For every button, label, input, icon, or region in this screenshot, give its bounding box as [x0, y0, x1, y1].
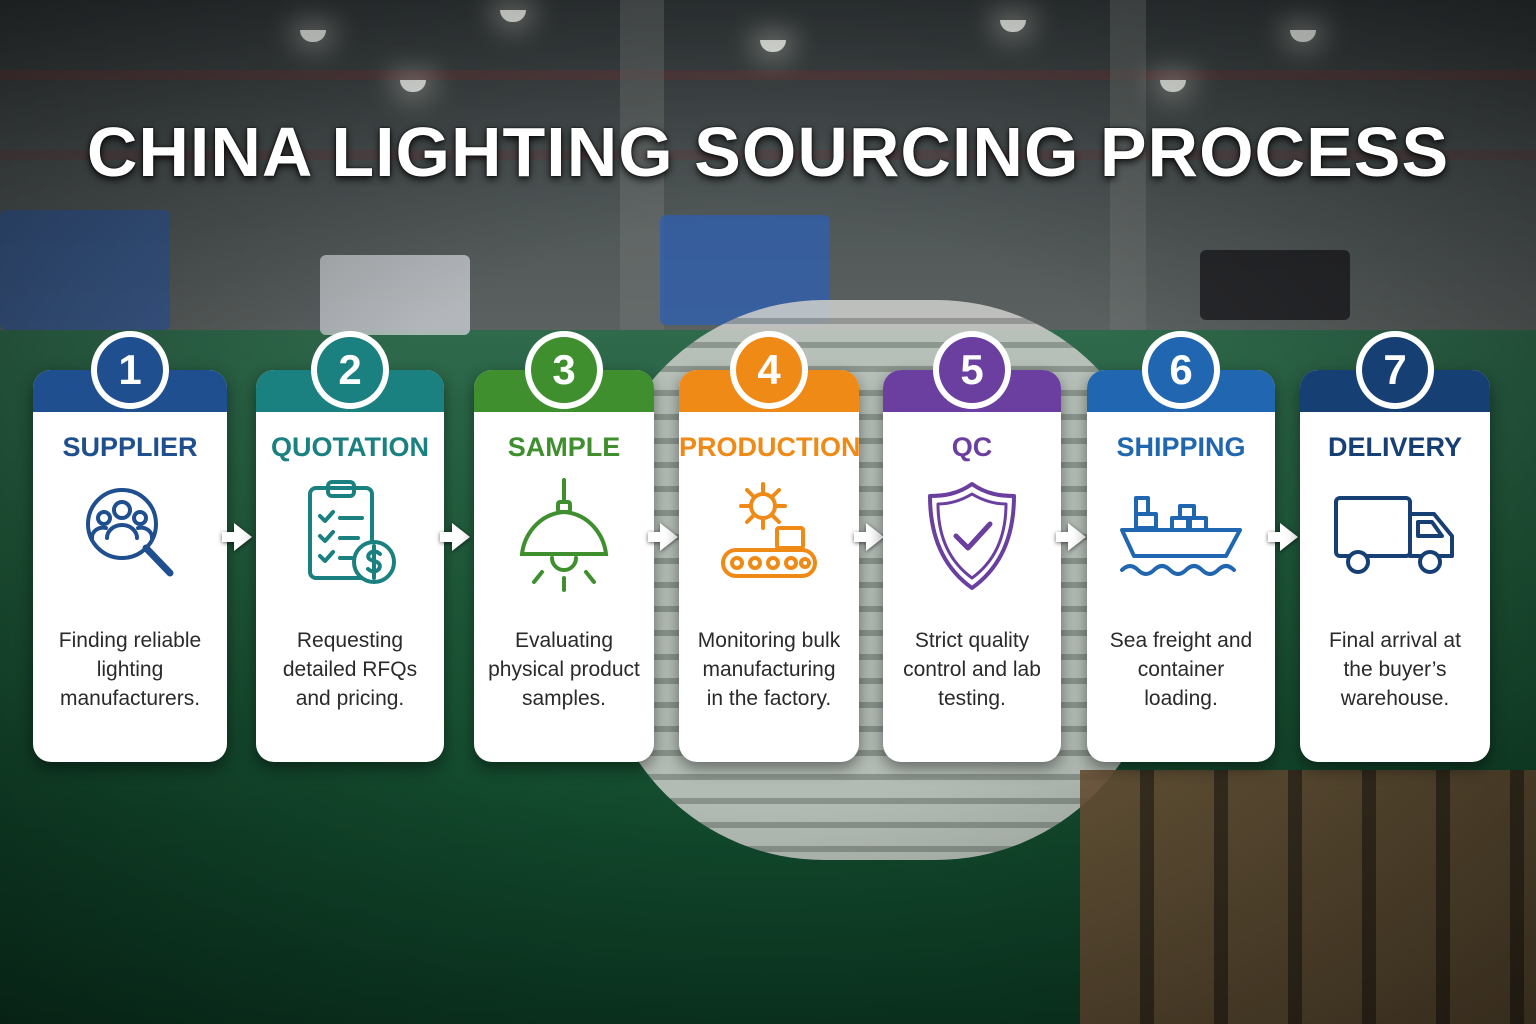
step-description: Finding reliable lighting manufacturers. — [58, 629, 202, 710]
page-title: CHINA LIGHTING SOURCING PROCESS — [86, 113, 1450, 191]
ceiling-light — [400, 80, 426, 92]
ceiling-beam — [0, 150, 1536, 160]
step-number-badge: 4 — [730, 331, 808, 409]
shield-check-icon — [928, 482, 1016, 590]
badge-circle: 4 — [736, 337, 802, 403]
gear-conveyor-icon — [721, 482, 817, 578]
step-number-badge: 5 — [933, 331, 1011, 409]
step-card-production: 4 PRODUCTION Monitoring bulk manufacturi… — [679, 331, 861, 762]
arrow-right-icon — [440, 523, 470, 551]
wooden-pallet — [1080, 770, 1536, 1024]
pendant-lamp-icon — [519, 478, 609, 592]
pillar — [1110, 0, 1146, 330]
arrow-right-icon — [1268, 523, 1298, 551]
step-card-quotation: 2 QUOTATION Requesting detailed RFQs and… — [256, 331, 444, 762]
pillar — [620, 0, 664, 330]
clipboard-dollar-icon — [308, 480, 396, 584]
step-description: Evaluating physical product samples. — [488, 629, 640, 710]
step-title: DELIVERY — [1327, 432, 1463, 462]
step-card-qc: 5 QC Strict quality control and lab test… — [883, 331, 1061, 762]
step-title: QC — [951, 432, 993, 462]
magnifier-people-icon — [86, 488, 174, 577]
step-description: Monitoring bulk manufacturing in the fac… — [697, 629, 841, 710]
step-title: SAMPLE — [507, 432, 621, 462]
ceiling-beam — [0, 70, 1536, 80]
ceiling-light — [1160, 80, 1186, 92]
delivery-truck-icon — [1334, 496, 1454, 574]
step-title: SHIPPING — [1116, 432, 1246, 462]
badge-circle: 2 — [317, 337, 383, 403]
badge-circle: 1 — [97, 337, 163, 403]
ceiling-light — [760, 40, 786, 52]
step-card-sample: 3 SAMPLE Evaluating physical product sam… — [474, 331, 654, 762]
badge-circle: 7 — [1362, 337, 1428, 403]
step-title: SUPPLIER — [62, 432, 198, 462]
step-card-delivery: 7 DELIVERY Final arrival at the buyer’s … — [1300, 331, 1490, 762]
arrow-right-icon — [222, 523, 252, 551]
badge-circle: 6 — [1148, 337, 1214, 403]
step-number-badge: 7 — [1356, 331, 1434, 409]
step-description: Sea freight and container loading. — [1109, 629, 1253, 710]
ceiling-light — [1290, 30, 1316, 42]
step-description: Final arrival at the buyer’s warehouse. — [1329, 629, 1461, 710]
badge-circle: 3 — [531, 337, 597, 403]
step-description: Strict quality control and lab testing. — [903, 629, 1041, 710]
blue-crates — [0, 210, 170, 330]
step-number-badge: 2 — [311, 331, 389, 409]
step-title: QUOTATION — [271, 432, 429, 462]
step-card-supplier: 1 SUPPLIER Finding reliable lighting man… — [33, 331, 227, 762]
panel-stack — [320, 255, 470, 335]
step-card-shipping: 6 SHIPPING Sea freight and container loa… — [1087, 331, 1275, 762]
arrow-right-icon — [1056, 523, 1086, 551]
step-title: PRODUCTION — [679, 432, 861, 462]
ceiling-light — [500, 10, 526, 22]
step-number-badge: 1 — [91, 331, 169, 409]
dark-rolls — [1200, 250, 1350, 320]
ceiling-light — [300, 30, 326, 42]
arrow-right-icon — [854, 523, 884, 551]
arrow-right-icon — [648, 523, 678, 551]
cargo-ship-icon — [1120, 496, 1242, 576]
step-number-badge: 3 — [525, 331, 603, 409]
step-description: Requesting detailed RFQs and pricing. — [282, 629, 418, 710]
step-number-badge: 6 — [1142, 331, 1220, 409]
badge-circle: 5 — [939, 337, 1005, 403]
ceiling-light — [1000, 20, 1026, 32]
